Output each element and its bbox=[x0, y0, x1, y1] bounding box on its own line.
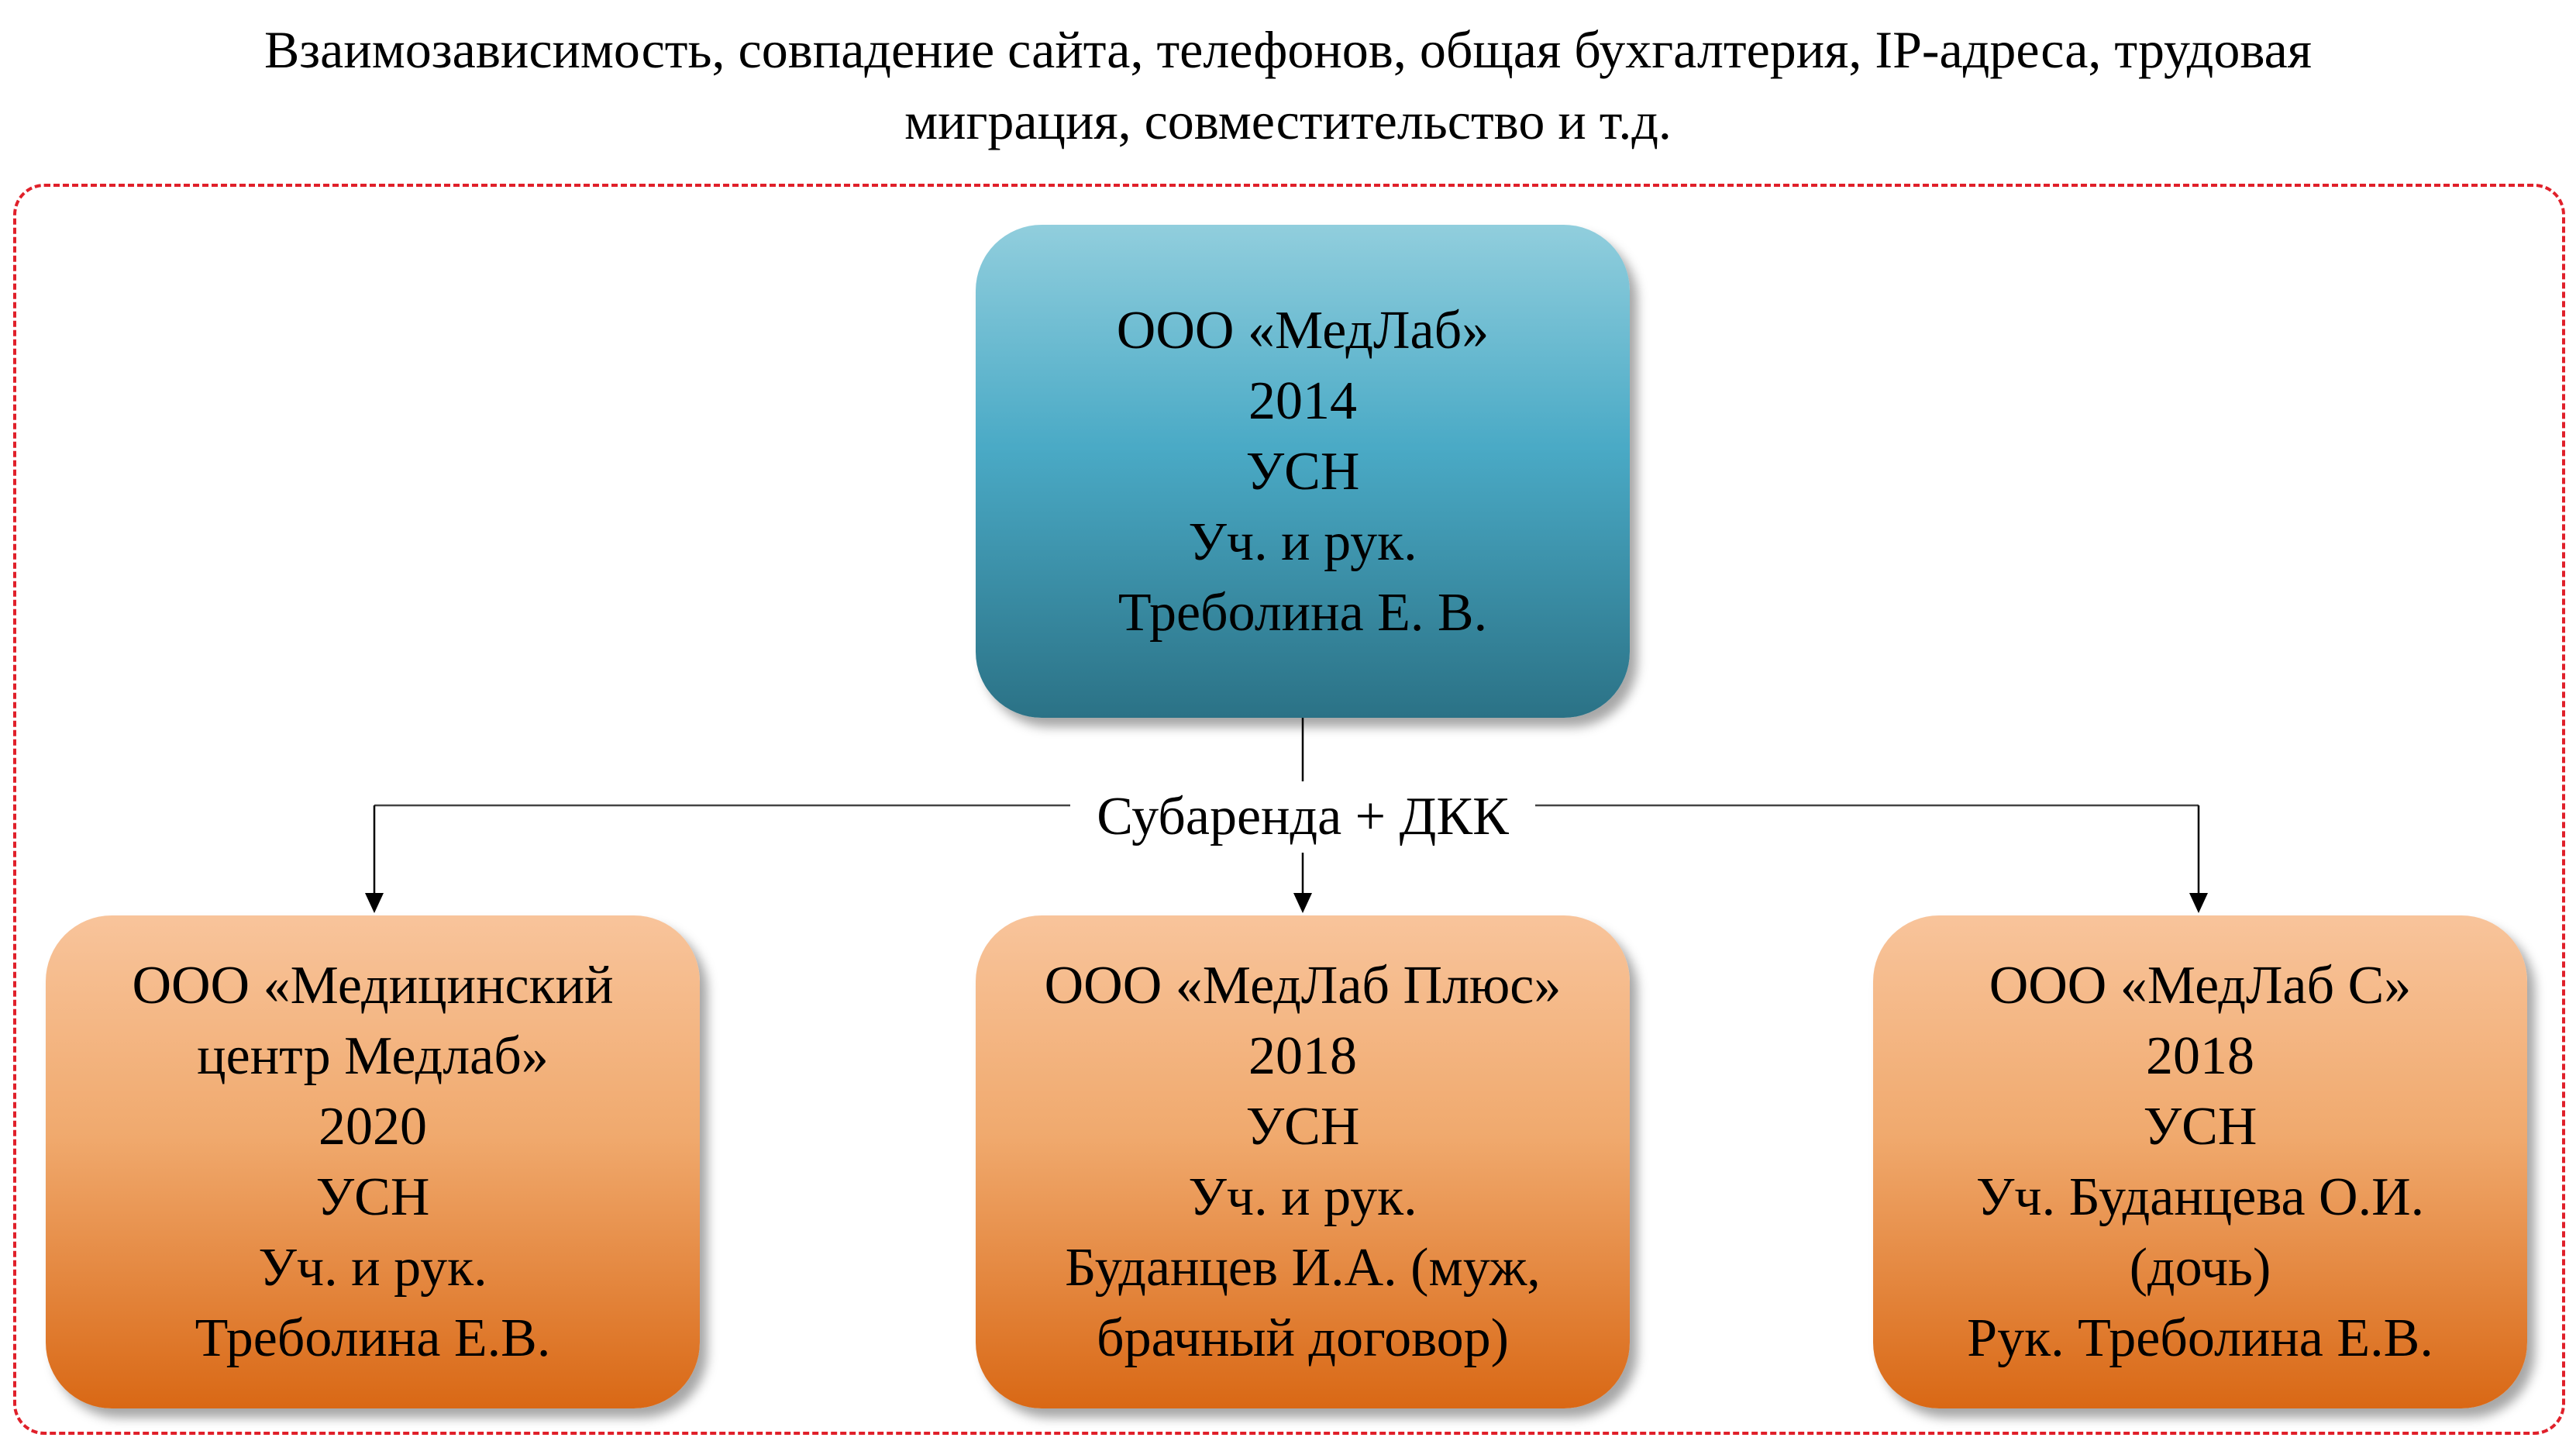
box-line: Уч. и рук. bbox=[1188, 512, 1417, 572]
box-line: УСН bbox=[1245, 1097, 1360, 1157]
arrow-left-head bbox=[365, 893, 384, 913]
box-line: ООО «МедЛаб Плюс» bbox=[1044, 956, 1562, 1015]
box-line: 2014 bbox=[1248, 371, 1357, 431]
box-line: центр Медлаб» bbox=[197, 1026, 549, 1086]
box-line: Рук. Треболина Е.В. bbox=[1967, 1308, 2433, 1368]
box-line: Треболина Е.В. bbox=[195, 1308, 551, 1368]
box-medlab: ООО «МедЛаб» 2014 УСН Уч. и рук. Треболи… bbox=[976, 225, 1630, 718]
diagram-title: Взаимозависимость, совпадение сайта, тел… bbox=[77, 14, 2499, 157]
box-line: 2020 bbox=[319, 1097, 427, 1157]
connector-label: Субаренда + ДКК bbox=[1070, 781, 1535, 853]
box-line: 2018 bbox=[1248, 1026, 1357, 1086]
box-line: Треболина Е. В. bbox=[1118, 582, 1488, 643]
box-line: 2018 bbox=[2146, 1026, 2254, 1086]
title-line-2: миграция, совместительство и т.д. bbox=[904, 91, 1672, 150]
box-line: Уч. и рук. bbox=[1188, 1167, 1417, 1227]
box-line: ООО «Медицинский bbox=[132, 956, 614, 1015]
arrow-right-head bbox=[2189, 893, 2208, 913]
box-line: брачный договор) bbox=[1096, 1308, 1509, 1368]
group-frame bbox=[13, 184, 2565, 1435]
title-line-1: Взаимозависимость, совпадение сайта, тел… bbox=[263, 20, 2313, 79]
box-line: УСН bbox=[1245, 441, 1360, 502]
box-line: Уч. и рук. bbox=[258, 1238, 487, 1298]
box-medlab-plus: ООО «МедЛаб Плюс» 2018 УСН Уч. и рук. Бу… bbox=[976, 915, 1630, 1408]
box-line: (дочь) bbox=[2129, 1238, 2271, 1298]
arrow-middle-head bbox=[1293, 893, 1312, 913]
box-line: Буданцев И.А. (муж, bbox=[1065, 1238, 1541, 1298]
box-medical-center-medlab: ООО «Медицинский центр Медлаб» 2020 УСН … bbox=[46, 915, 700, 1408]
box-line: ООО «МедЛаб» bbox=[1116, 300, 1489, 360]
box-line: УСН bbox=[315, 1167, 430, 1227]
box-line: УСН bbox=[2143, 1097, 2257, 1157]
box-medlab-s: ООО «МедЛаб С» 2018 УСН Уч. Буданцева О.… bbox=[1873, 915, 2527, 1408]
box-line: Уч. Буданцева О.И. bbox=[1975, 1167, 2425, 1227]
box-line: ООО «МедЛаб С» bbox=[1989, 956, 2412, 1015]
